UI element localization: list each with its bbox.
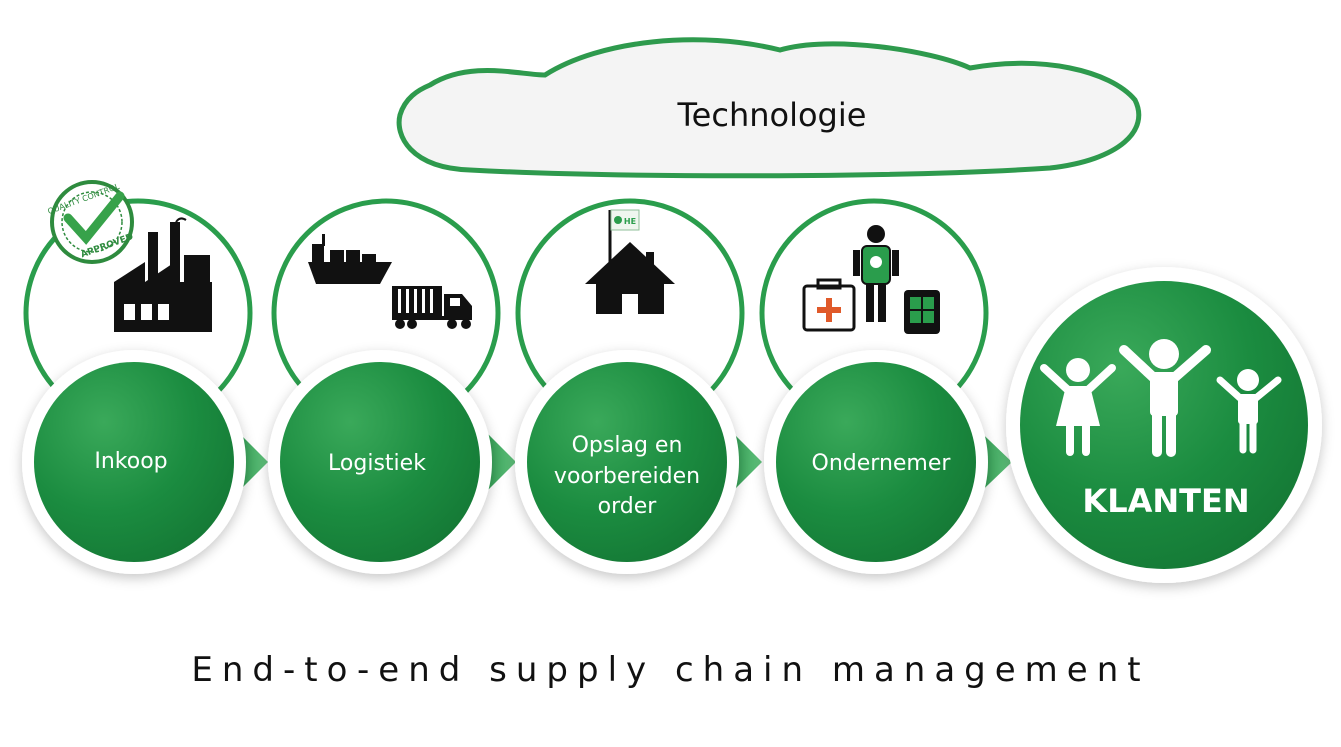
- stage-logistiek: Logistiek: [268, 350, 492, 574]
- flag-text: HE: [624, 217, 636, 226]
- factory-icon: [114, 217, 212, 332]
- stage-label-opslag-line1: Opslag en: [572, 433, 683, 458]
- stage-label-opslag-line3: order: [598, 494, 658, 519]
- stage-label-inkoop: Inkoop: [94, 449, 167, 474]
- warehouse-house-icon: HE: [585, 209, 675, 314]
- technology-cloud: Technologie: [396, 37, 1142, 179]
- quality-approved-badge-icon: QUALITY CONTROL APPROVED: [46, 180, 135, 264]
- cloud-title: Technologie: [677, 96, 867, 134]
- stage-ondernemer: Ondernemer: [764, 350, 988, 574]
- tagline: End-to-end supply chain management: [191, 650, 1150, 690]
- stage-label-opslag-line2: voorbereiden: [554, 464, 700, 489]
- family-icon: [1040, 339, 1282, 457]
- stage-inkoop: Inkoop: [22, 350, 246, 574]
- ship-truck-icon: [308, 234, 472, 329]
- stage-opslag: Opslag en voorbereiden order: [515, 350, 739, 574]
- final-label-klanten: KLANTEN: [1082, 482, 1249, 520]
- entrepreneur-icon: [802, 225, 940, 334]
- stage-klanten: KLANTEN: [1006, 267, 1322, 583]
- stage-label-ondernemer: Ondernemer: [812, 451, 952, 476]
- stage-label-logistiek: Logistiek: [328, 451, 426, 476]
